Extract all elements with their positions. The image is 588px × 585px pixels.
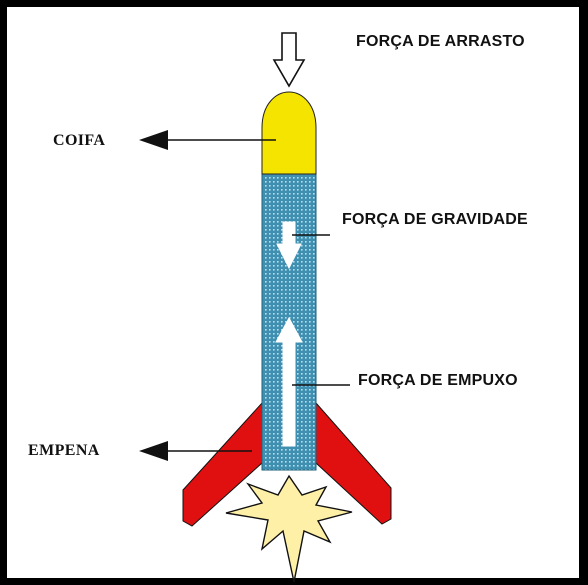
thrust-force-label: FORÇA DE EMPUXO <box>358 372 518 389</box>
drag-force-arrow <box>272 32 306 88</box>
fin-label: EMPENA <box>28 442 100 459</box>
nose-cone-label: COIFA <box>53 132 106 149</box>
gravity-force-label: FORÇA DE GRAVIDADE <box>342 211 528 228</box>
gravity-force-arrow <box>276 221 302 270</box>
nose-cone <box>261 91 317 175</box>
nose-cone-pointer-arrowhead <box>139 130 168 150</box>
fin-pointer-arrowhead <box>139 441 168 461</box>
exhaust-flame <box>225 474 353 583</box>
thrust-force-arrow <box>275 316 303 447</box>
drag-force-label: FORÇA DE ARRASTO <box>356 33 525 50</box>
